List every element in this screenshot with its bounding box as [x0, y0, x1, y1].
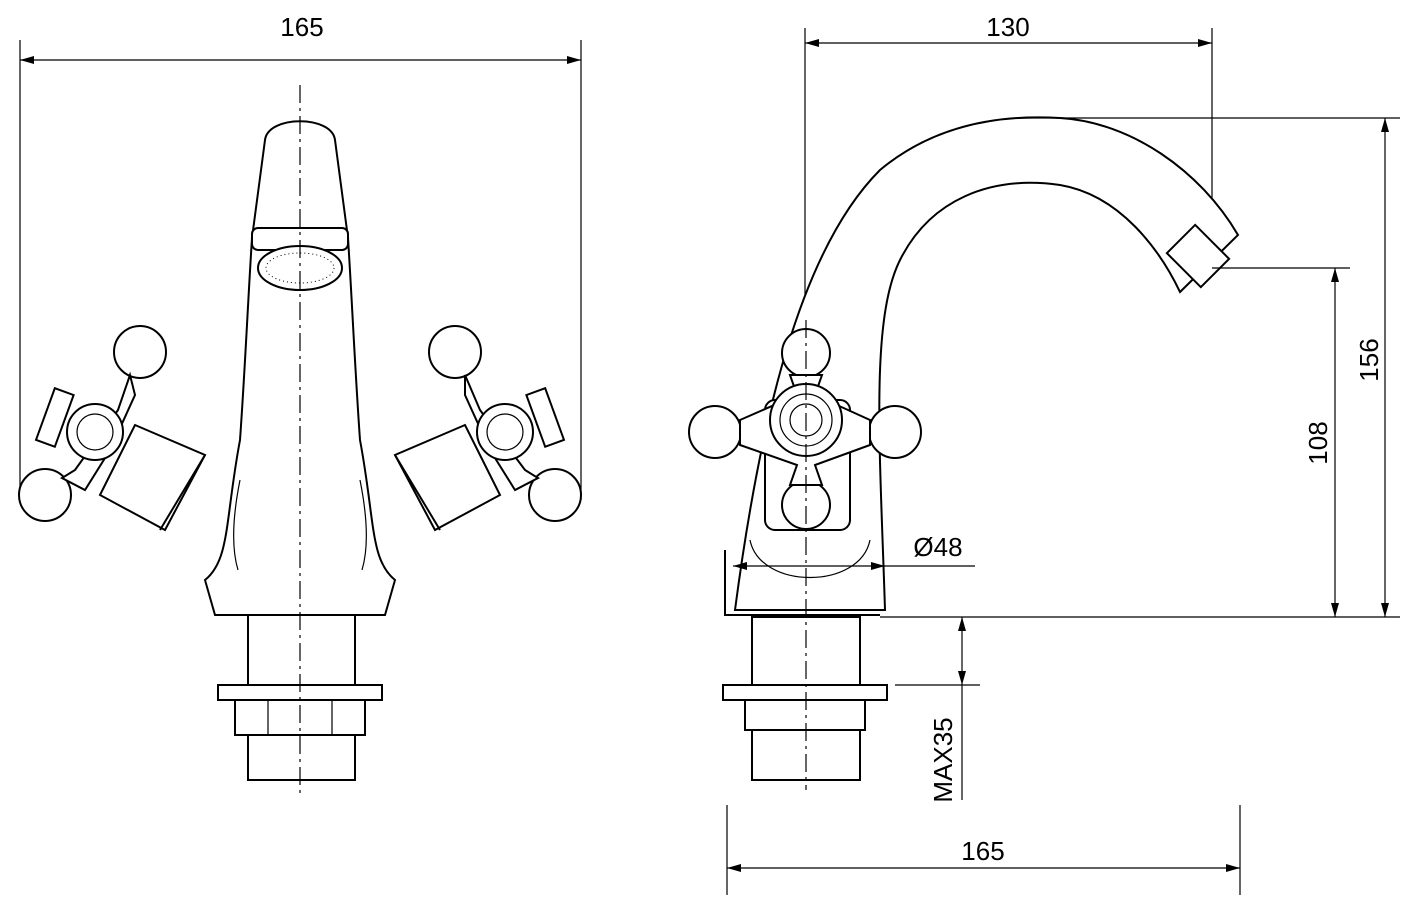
base-arc: [749, 539, 871, 578]
handle-cap: [34, 386, 75, 449]
handle-knob: [113, 325, 167, 379]
pipe: [247, 614, 356, 686]
handle-cap: [525, 386, 566, 449]
handle-knob: [528, 468, 582, 522]
body-contour: [233, 479, 367, 571]
side-width-label: 165: [961, 836, 1004, 866]
max-thickness-label: MAX35: [928, 717, 958, 802]
valve-body: [98, 423, 207, 532]
valve-ring: [394, 454, 441, 531]
base-outline: [724, 550, 880, 616]
front-view: 165: [18, 12, 582, 795]
total-height-label: 156: [1354, 338, 1384, 381]
handle-hub: [66, 403, 124, 461]
right-handle: [393, 325, 582, 532]
side-aerator: [1165, 223, 1231, 289]
valve-body: [393, 423, 502, 532]
handle-knob: [18, 468, 72, 522]
side-view: 130 156 108: [688, 12, 1400, 895]
left-handle: [18, 325, 207, 532]
valve-ring: [159, 454, 206, 531]
handle-hub-inner: [76, 413, 114, 451]
reach-label: 130: [986, 12, 1029, 42]
diameter-label: Ø48: [913, 532, 962, 562]
handle-knob: [688, 405, 742, 459]
side-spout: [733, 116, 1240, 611]
lower-pipe: [247, 734, 356, 781]
handle-knob: [428, 325, 482, 379]
spout-height-label: 108: [1303, 421, 1333, 464]
side-flange: [722, 684, 888, 701]
side-handle: [688, 328, 922, 531]
handle-knob: [868, 405, 922, 459]
handle-hub-inner: [486, 413, 524, 451]
aerator-mesh: [265, 252, 335, 284]
handle-hub: [476, 403, 534, 461]
front-width-label: 165: [280, 12, 323, 42]
side-nut: [744, 699, 866, 731]
